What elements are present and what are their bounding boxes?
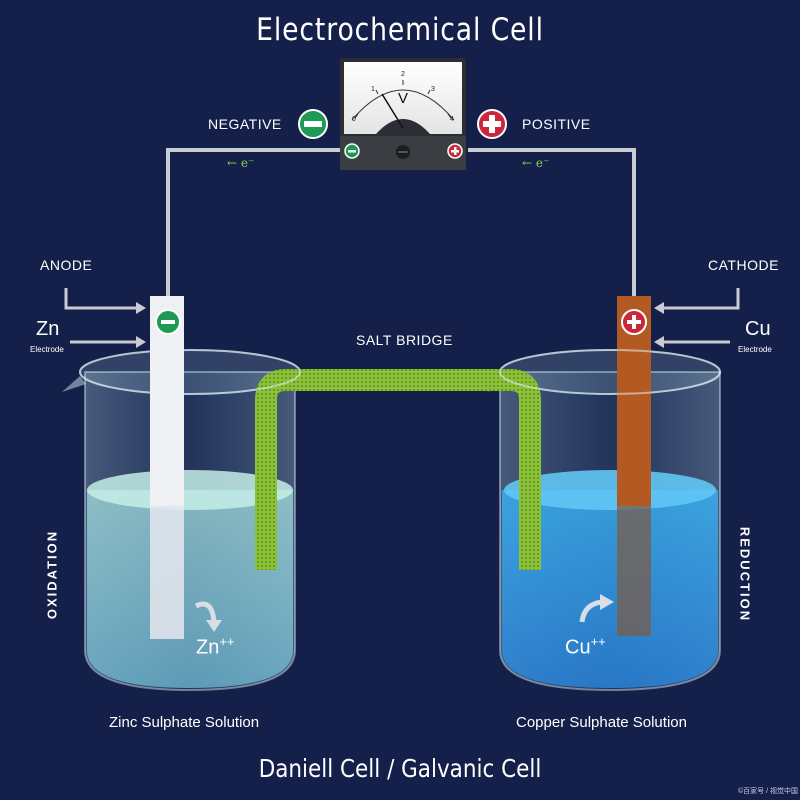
electron-flow-left: ← e⁻ [227, 156, 255, 170]
zinc-ion-label: Zn++ [196, 634, 235, 660]
zinc-electrode-caption: Electrode [30, 345, 64, 354]
zinc-sulphate-solution [87, 470, 293, 688]
negative-badge-icon [298, 109, 328, 139]
watermark: ©百家号 / 视觉中国 [738, 788, 798, 795]
positive-badge-icon [477, 109, 507, 139]
copper-ion-arrowhead-icon [600, 594, 614, 610]
copper-ion-charge: ++ [590, 634, 606, 649]
copper-solution-label: Copper Sulphate Solution [516, 714, 687, 731]
zinc-electrode [150, 296, 184, 639]
meter-unit: V [398, 90, 409, 107]
diagram-title: Electrochemical Cell [256, 12, 544, 48]
copper-ion-label: Cu++ [565, 634, 606, 660]
copper-electrode-symbol: Cu [745, 318, 771, 340]
zinc-solution-label: Zinc Sulphate Solution [109, 714, 260, 731]
meter-scale-3: 3 [431, 86, 435, 93]
oxidation-label: OXIDATION [44, 529, 60, 620]
pointer-arrows [64, 288, 740, 344]
meter-needle [381, 93, 404, 129]
meter-scale-0: 0 [352, 116, 356, 123]
zinc-electrode-symbol: Zn [36, 318, 60, 340]
salt-bridge-label: SALT BRIDGE [356, 332, 453, 348]
circuit-wire [166, 148, 636, 300]
meter-scale-1: 1 [371, 86, 375, 93]
zinc-ion-arrowhead-icon [206, 620, 222, 632]
reduction-label: REDUCTION [737, 526, 753, 623]
copper-sulphate-solution [502, 470, 718, 688]
diagram-subtitle: Daniell Cell / Galvanic Cell [258, 754, 542, 783]
meter-scale-4: 4 [450, 116, 454, 123]
pointer-arrowheads [136, 302, 664, 348]
meter-scale-2: 2 [401, 71, 405, 78]
cathode-label: CATHODE [708, 257, 779, 273]
zinc-ion-arrow-icon [194, 601, 217, 623]
salt-bridge [255, 369, 541, 570]
positive-label: POSITIVE [522, 116, 591, 132]
zinc-ion-charge: ++ [219, 634, 235, 649]
copper-electrode [617, 296, 651, 636]
copper-electrode-caption: Electrode [738, 345, 772, 354]
electron-flow-right: ← e⁻ [522, 156, 550, 170]
voltmeter [340, 58, 466, 170]
zinc-ion-symbol: Zn [196, 636, 220, 659]
copper-ion-symbol: Cu [565, 636, 591, 659]
copper-ion-arrow-icon [579, 599, 603, 623]
anode-label: ANODE [40, 257, 93, 273]
negative-label: NEGATIVE [208, 116, 282, 132]
